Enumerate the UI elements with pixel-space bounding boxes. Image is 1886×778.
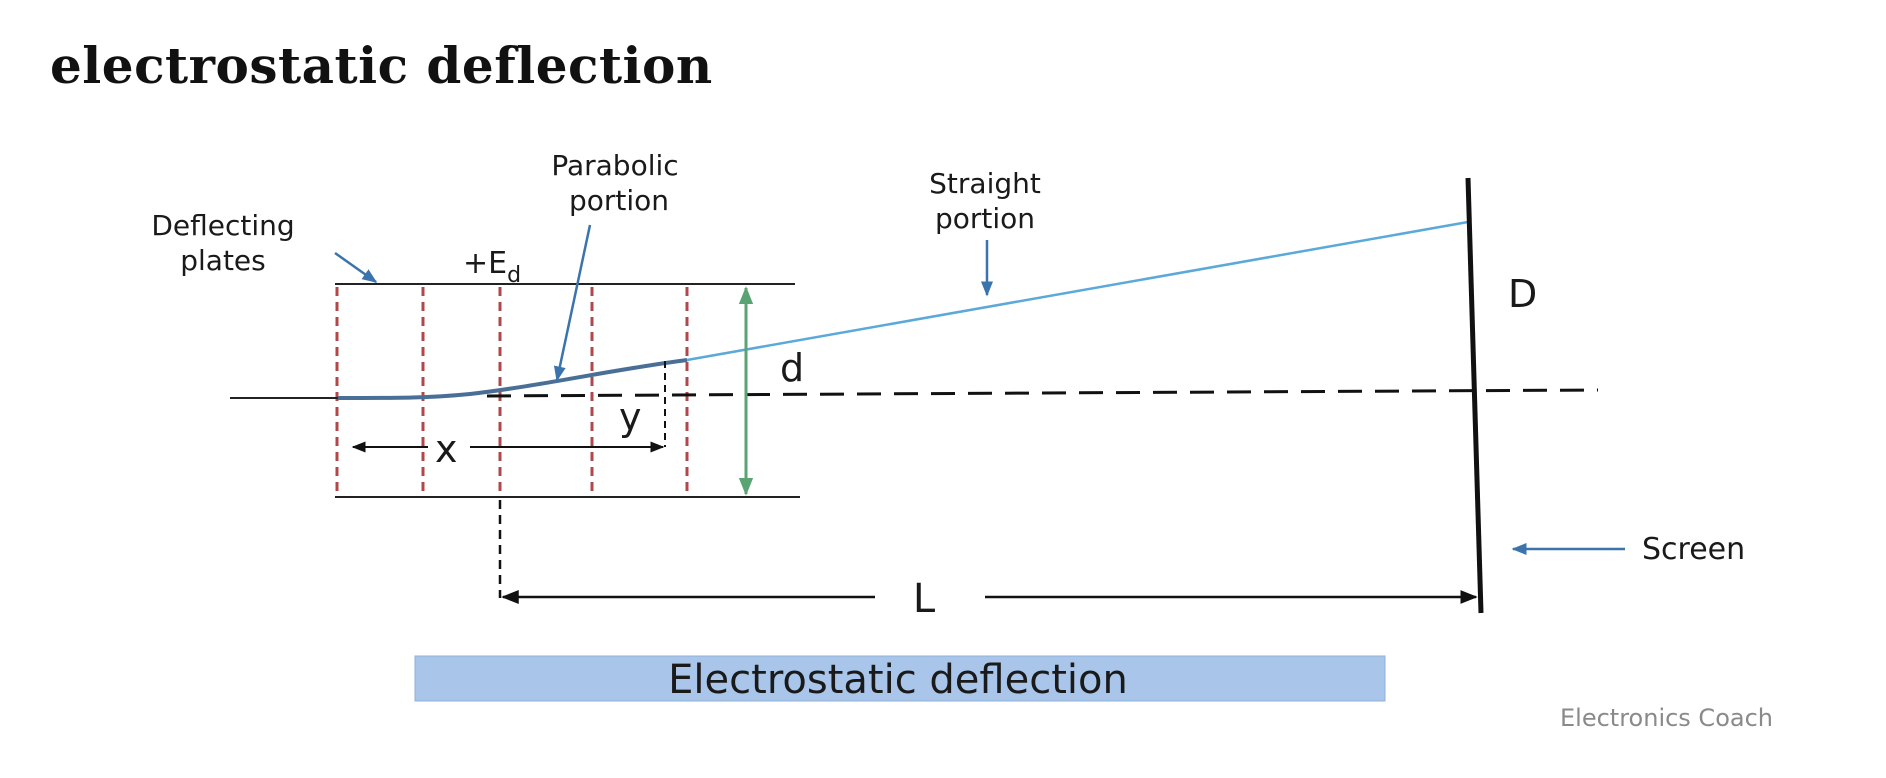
caption-bar bbox=[414, 655, 1386, 702]
plates-pointer-arrow bbox=[334, 251, 378, 284]
caption-text: Electrostatic deflection bbox=[668, 657, 1128, 703]
parabolic-portion-label-line1: Parabolic bbox=[551, 149, 678, 182]
source-credit: Electronics Coach bbox=[1560, 704, 1773, 732]
length-label: L bbox=[913, 576, 936, 622]
parabolic-beam-path bbox=[337, 358, 688, 400]
field-subscript: d bbox=[507, 263, 521, 288]
screen bbox=[1465, 177, 1484, 614]
screen-label: Screen bbox=[1642, 532, 1745, 567]
parabolic-portion-label-line2: portion bbox=[569, 184, 669, 217]
x-distance-label: x bbox=[435, 427, 458, 471]
page-title: electrostatic deflection bbox=[50, 36, 713, 95]
undeflected-axis bbox=[486, 388, 1599, 398]
straight-portion-label-line1: Straight bbox=[929, 167, 1041, 200]
screen-deflection-label: D bbox=[1508, 272, 1537, 316]
field-strength-label: +Ed bbox=[463, 246, 521, 288]
straight-beam-path bbox=[686, 220, 1469, 362]
field-symbol: +E bbox=[463, 246, 507, 281]
y-deflection-label: y bbox=[619, 395, 642, 439]
plate-separation-label: d bbox=[780, 346, 804, 390]
electric-field-lines bbox=[335, 287, 689, 497]
straight-portion-label-line2: portion bbox=[935, 202, 1035, 235]
deflecting-plates-label-line2: plates bbox=[180, 244, 266, 277]
deflecting-plates-label-line1: Deflecting bbox=[151, 209, 294, 242]
parabolic-pointer-arrow bbox=[553, 224, 592, 382]
